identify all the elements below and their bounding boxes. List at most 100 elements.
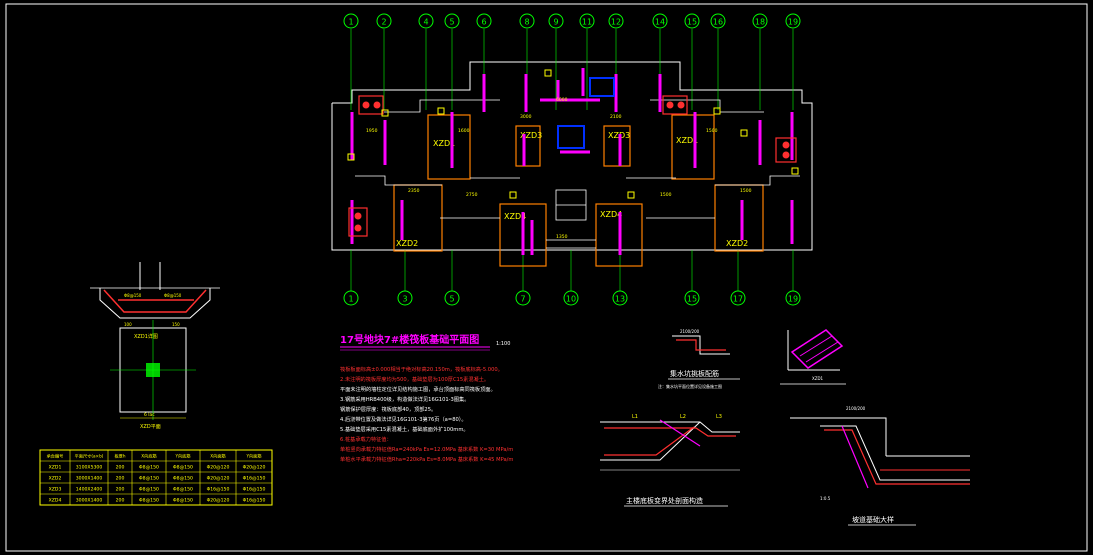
pile-cap-label: XZD4: [600, 210, 622, 219]
foundation-plan: XZD2 XZD2 XZD1 XZD1 XZD3 XZD3 XZD4 XZD4: [331, 13, 813, 306]
grid-bubble-label: 17: [733, 295, 743, 304]
note-line: 单桩竖向承载力特征值Ra=240kPa Es=12.0MPa 基床系数 K=30…: [340, 445, 513, 453]
schedule-cell: Φ20@120: [207, 465, 230, 471]
schedule-cell: 200: [116, 487, 125, 493]
grid-bubble-label: 6: [481, 18, 486, 27]
plan-caption: XZD平面: [140, 424, 161, 430]
schedule-header: X向面筋: [210, 453, 225, 460]
plan-dim-label: 6 lac: [144, 412, 155, 418]
pile-cap: [595, 203, 643, 267]
grid-bubble: [343, 290, 359, 306]
grid-bubble: [376, 13, 392, 29]
blue-opening: [557, 125, 585, 149]
pile-cap-label: XZD2: [726, 239, 748, 248]
pile-cap-label: XZD1: [433, 139, 455, 148]
dim-label: 1500: [740, 188, 752, 194]
schedule-cell: Φ20@120: [207, 476, 230, 482]
pile-markers: [348, 95, 797, 237]
schedule-cell: Φ16@150: [243, 476, 266, 482]
schedule-cell: Φ8@150: [173, 498, 193, 504]
schedule-cell: Φ16@150: [207, 487, 230, 493]
grid-bubble: [444, 290, 460, 306]
dim-label: 3000: [520, 114, 532, 120]
slope-detail: 2100/200 1:0.5 坡道基础大样: [790, 406, 970, 526]
blue-opening: [589, 77, 615, 97]
note-line: 平面未注明的墙柱定位详见结构施工图，承台顶面标高同筏板顶面。: [340, 385, 496, 393]
grid-bubble: [684, 13, 700, 29]
pile-cap-schedule: 承台编号XZD1XZD2XZD3XZD4平面尺寸(a×b)3100X530030…: [39, 449, 273, 506]
grid-bubble-label: 11: [582, 18, 592, 27]
grid-bubble: [476, 13, 492, 29]
grid-bubble: [418, 13, 434, 29]
pile-cap-label: XZD2: [396, 239, 418, 248]
dim-label: 6000: [556, 97, 568, 103]
schedule-cell: Φ20@120: [243, 465, 266, 471]
pit-detail: 2100/200 集水坑挑板配筋 注：集水坑平面位置详见设备施工图: [658, 329, 740, 389]
grid-bubble-label: 10: [566, 295, 576, 304]
plan-dimensions: 1950 1600 2350 2750 1500 3000 2100 6000 …: [366, 97, 752, 240]
drawing-title-block: 17号地块7#楼筏板基础平面图 1:100: [340, 333, 510, 351]
schedule-header: X向底筋: [141, 453, 156, 460]
schedule-border: [39, 449, 273, 506]
schedule-cell: Φ16@150: [243, 498, 266, 504]
schedule-cell: Φ16@150: [243, 487, 266, 493]
grid-bubble: [612, 290, 628, 306]
note-line: 3.钢筋采用HRB400级，构造做法详见16G101-3图集。: [340, 395, 469, 403]
slab-label: L3: [716, 414, 722, 420]
pile-cap: [427, 114, 471, 180]
grid-bubble-label: 2: [381, 18, 386, 27]
schedule-header: 平面尺寸(a×b): [75, 453, 104, 460]
grid-bubble-label: 5: [449, 18, 454, 27]
svg-text:Φ8@150: Φ8@150: [124, 293, 142, 298]
slab-label: L2: [680, 414, 686, 420]
section-caption: XZD1详图: [134, 333, 158, 340]
svg-text:150: 150: [172, 322, 180, 327]
grid-bubble-label: 4: [423, 18, 428, 27]
grid-bubble-label: 1: [348, 18, 353, 27]
schedule-cell: Φ8@150: [139, 476, 159, 482]
general-notes: 筏板板面标高±0.000相当于绝对标高20.150m，筏板底标高-5.000。2…: [340, 365, 513, 463]
schedule-cell: 200: [116, 476, 125, 482]
schedule-cell: Φ8@150: [139, 498, 159, 504]
grid-bubble: [515, 290, 531, 306]
grid-bubble-label: 13: [615, 295, 625, 304]
slab-outline: [331, 61, 813, 251]
grid-bubble: [444, 13, 460, 29]
slope-dim: 2100/200: [846, 406, 866, 411]
pile-cap: [603, 125, 631, 167]
schedule-cell: 3000X1400: [76, 476, 103, 482]
grid-bubble-label: 5: [449, 295, 454, 304]
slope-dim: 1:0.5: [820, 496, 831, 501]
dim-label: 2750: [466, 192, 478, 198]
pit-title: 集水坑挑板配筋: [670, 369, 719, 378]
grid-bubble-label: 15: [687, 295, 697, 304]
grid-bubble-label: 7: [520, 295, 525, 304]
grid-bubble-label: 1: [348, 295, 353, 304]
note-line: 4.后浇带位置及做法详见16G101-3第76页（a=80）。: [340, 415, 467, 423]
grid-bubble: [397, 290, 413, 306]
dim-label: 1950: [366, 128, 378, 134]
dim-label: 1600: [458, 128, 470, 134]
pit-dim: 2100/200: [680, 329, 700, 334]
inner-walls: [355, 99, 800, 249]
schedule-header: 承台编号: [47, 453, 64, 460]
schedule-cell: Φ20@120: [207, 498, 230, 504]
grid-bubble: [730, 290, 746, 306]
schedule-cell: XZD3: [49, 487, 62, 493]
schedule-cell: 200: [116, 498, 125, 504]
grid-bubble-label: 14: [655, 18, 665, 27]
pile-cap: [515, 125, 541, 167]
drawing-title: 17号地块7#楼筏板基础平面图: [340, 333, 479, 346]
slope-detail-title: 坡道基础大样: [852, 515, 894, 524]
schedule-header: 板厚h: [114, 453, 125, 460]
grid-bubble-label: 19: [788, 295, 798, 304]
grid-bubble-label: 9: [553, 18, 558, 27]
dim-label: 1500: [706, 128, 718, 134]
slab-step-detail: L1 L2 L3 主楼底板变界处剖面构造: [600, 414, 740, 507]
grid-bubble: [608, 13, 624, 29]
grid-bubble-label: 16: [713, 18, 723, 27]
